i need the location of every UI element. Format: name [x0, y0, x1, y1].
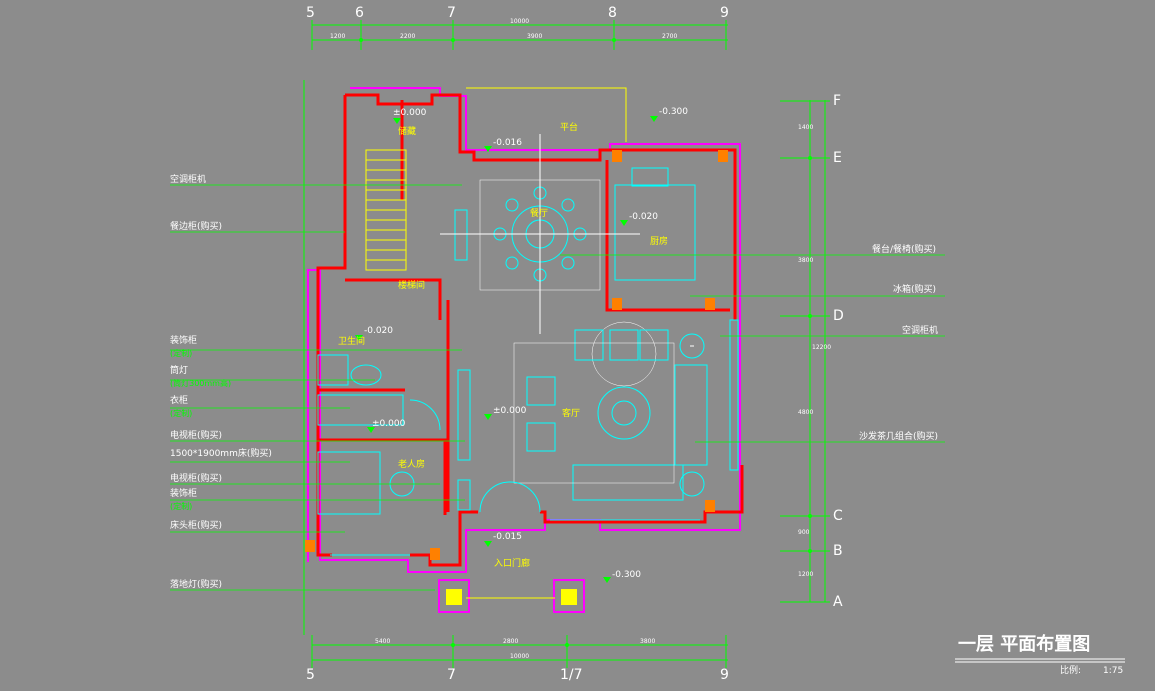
label-wardrobe-note: (定制): [170, 409, 193, 418]
level-storage: ±0.000: [393, 108, 427, 118]
scale-label: 比例:: [1060, 666, 1082, 676]
axis-top-4: 8: [608, 5, 617, 21]
label-decor-cabinet-2-note: (定制): [170, 502, 193, 511]
dim-right-5: 900: [798, 529, 810, 536]
level-porch: -0.015: [493, 532, 523, 542]
axis-bottom-1: 5: [306, 667, 315, 683]
drawing-title: 一层 平面布置图: [958, 634, 1091, 655]
label-ac-cabinet-left: 空调柜机: [170, 175, 207, 185]
axis-right-c: C: [833, 508, 843, 524]
level-outside-s: -0.300: [612, 570, 642, 580]
label-downlight: 筒灯: [170, 366, 189, 376]
axis-right-f: F: [833, 93, 842, 109]
level-bedroom: ±0.000: [372, 419, 406, 429]
dim-top-1: 1200: [330, 33, 346, 40]
axis-right-e: E: [833, 150, 842, 166]
dim-top-2: 2200: [400, 33, 416, 40]
room-stairwell: 楼梯间: [398, 281, 426, 291]
axis-bottom-4: 9: [720, 667, 729, 683]
axis-bottom-2: 7: [447, 667, 456, 683]
dim-right-6: 1200: [798, 571, 814, 578]
room-bathroom: 卫生间: [338, 337, 366, 347]
dim-bottom-2: 2800: [503, 638, 519, 645]
axis-top-3: 7: [447, 5, 456, 21]
room-storage: 储藏: [398, 127, 417, 137]
room-kitchen: 厨房: [650, 237, 669, 247]
label-sideboard: 餐边柜(购买): [170, 222, 223, 232]
scale-value: 1:75: [1103, 666, 1124, 676]
room-elder-bedroom: 老人房: [398, 460, 426, 470]
axis-bottom-3: 1/7: [560, 667, 583, 683]
label-nightstand: 床头柜(购买): [170, 521, 223, 531]
level-living: ±0.000: [493, 406, 527, 416]
label-ac-cabinet-right: 空调柜机: [902, 326, 939, 336]
axis-right-a: A: [833, 594, 843, 610]
dim-right-2: 3800: [798, 257, 814, 264]
room-living: 客厅: [562, 409, 581, 419]
dim-bottom-total: 10000: [510, 653, 530, 660]
dim-right-3: 12200: [812, 344, 832, 351]
level-outside-ne: -0.300: [659, 107, 689, 117]
dim-top-4: 2700: [662, 33, 678, 40]
dim-right-4: 4800: [798, 409, 814, 416]
level-kitchen: -0.020: [629, 212, 659, 222]
label-downlight-note: (筒灯300mm高): [170, 379, 232, 388]
room-dining: 餐厅: [530, 209, 549, 219]
label-decor-cabinet-2: 装饰柜: [170, 489, 198, 499]
room-entrance-porch: 入口门廊: [494, 559, 531, 569]
axis-top-2: 6: [355, 5, 364, 21]
dim-bottom-3: 3800: [640, 638, 656, 645]
label-bed: 1500*1900mm床(购买): [170, 449, 272, 459]
level-terrace: -0.016: [493, 138, 523, 148]
label-fridge: 冰箱(购买): [893, 285, 937, 295]
label-floor-lamp: 落地灯(购买): [170, 580, 223, 590]
label-wardrobe: 衣柜: [170, 396, 189, 406]
label-tv-cabinet-2: 电视柜(购买): [170, 474, 223, 484]
dim-right-1: 1400: [798, 124, 814, 131]
label-dining-set: 餐台/餐椅(购买): [872, 245, 937, 255]
label-decor-cabinet-1: 装饰柜: [170, 336, 198, 346]
axis-right-d: D: [833, 308, 844, 324]
label-decor-cabinet-1-note: (定制): [170, 349, 193, 358]
level-bathroom: -0.020: [364, 326, 394, 336]
axis-right-b: B: [833, 543, 843, 559]
dim-top-3: 3900: [527, 33, 543, 40]
label-tv-cabinet-1: 电视柜(购买): [170, 431, 223, 441]
axis-top-5: 9: [720, 5, 729, 21]
axis-top-1: 5: [306, 5, 315, 21]
dim-bottom-1: 5400: [375, 638, 391, 645]
label-sofa-set: 沙发茶几组合(购买): [859, 432, 939, 442]
dim-top-total: 10000: [510, 18, 530, 25]
room-terrace: 平台: [560, 123, 579, 133]
